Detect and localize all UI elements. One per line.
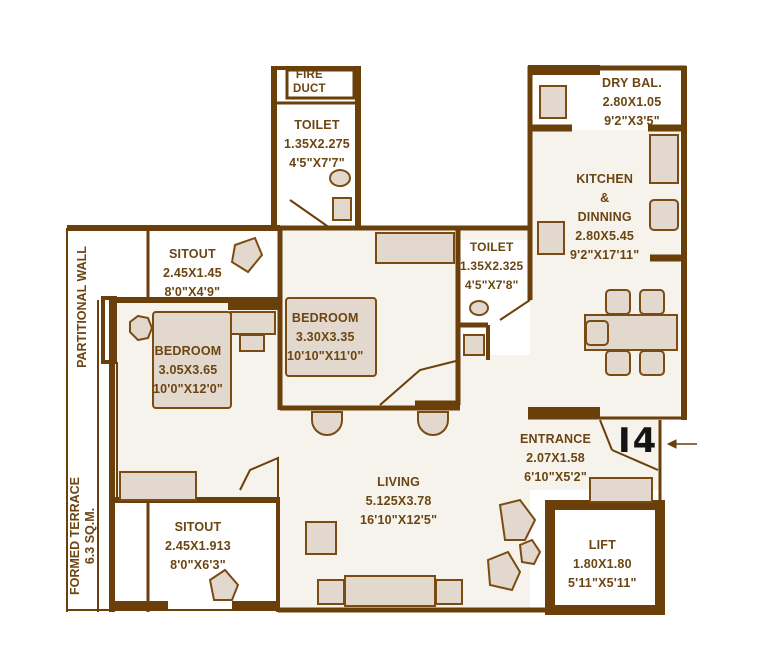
bedroom2-label: BEDROOM 3.30X3.35 10'10"X11'0" bbox=[287, 311, 364, 363]
armchair bbox=[305, 521, 337, 555]
toilet1-label: TOILET 1.35X2.275 4'5"X7'7" bbox=[284, 118, 350, 170]
flat-number: I4 bbox=[618, 421, 659, 461]
fire-duct-label: FIRE DUCT bbox=[293, 69, 326, 95]
washbasin bbox=[332, 197, 352, 221]
entry-arrow-icon bbox=[666, 439, 697, 449]
furniture bbox=[119, 85, 679, 607]
fridge bbox=[537, 221, 565, 255]
stove bbox=[649, 199, 679, 231]
wardrobe-bedroom2 bbox=[375, 232, 455, 264]
washbasin bbox=[463, 334, 485, 356]
sitout-chair bbox=[230, 236, 264, 274]
shoe-rack bbox=[589, 477, 653, 503]
sitout-chair bbox=[208, 568, 240, 601]
lounge-chair bbox=[486, 550, 522, 592]
sitout2-label: SITOUT 2.45X1.913 8'0"X6'3" bbox=[165, 520, 231, 572]
wc bbox=[329, 169, 351, 188]
washing-machine bbox=[539, 85, 567, 119]
desk bbox=[230, 311, 276, 335]
toilet2-label: TOILET 1.35X2.325 4'5"X7'8" bbox=[460, 240, 524, 292]
partitional-wall-label: PARTITIONAL WALL bbox=[75, 246, 89, 368]
bedroom1-label: BEDROOM 3.05X3.65 10'0"X12'0" bbox=[153, 344, 224, 396]
lift-label: LIFT 1.80X1.80 5'11"X5'11" bbox=[568, 538, 637, 590]
sitout1-label: SITOUT 2.45X1.45 8'0"X4'9" bbox=[163, 247, 222, 299]
lounge-chair bbox=[498, 498, 537, 541]
dry-balcony-label: DRY BAL. 2.80X1.05 9'2"X3'5" bbox=[602, 76, 662, 128]
chair bbox=[239, 334, 265, 352]
side-table bbox=[129, 314, 154, 342]
formed-terrace-label: FORMED TERRACE 6.3 SQ.M. bbox=[68, 476, 97, 596]
sofa bbox=[344, 575, 436, 607]
entrance-label: ENTRANCE 2.07X1.58 6'10"X5'2" bbox=[520, 432, 592, 484]
kitchen-label: KITCHEN & DINNING 2.80X5.45 9'2"X17'11" bbox=[570, 172, 640, 262]
bed-bedroom2 bbox=[285, 297, 377, 377]
bed-bedroom1 bbox=[152, 311, 232, 409]
living-label: LIVING 5.125X3.78 16'10"X12'5" bbox=[360, 475, 438, 527]
wardrobe-bedroom1 bbox=[119, 471, 197, 501]
kitchen-sink bbox=[649, 134, 679, 184]
coffee-table bbox=[518, 538, 542, 566]
wc bbox=[469, 300, 489, 317]
